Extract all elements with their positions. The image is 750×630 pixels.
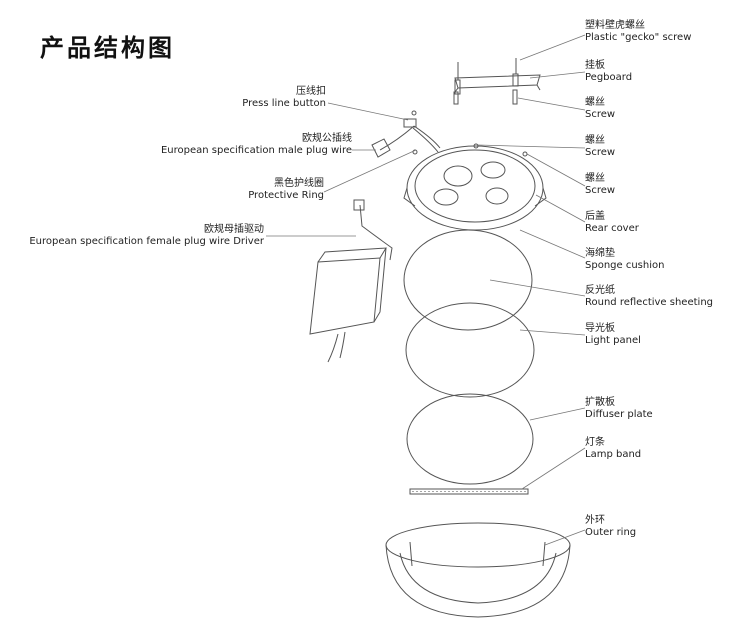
wire-assembly [309, 118, 441, 363]
rear-cover-part [403, 145, 547, 231]
pegboard-part [454, 74, 541, 93]
diagram-title: 产品结构图 [40, 34, 175, 62]
diffuser-plate-part [406, 393, 534, 485]
lamp-band-part [409, 488, 529, 495]
reflective-sheeting-part [403, 229, 533, 331]
light-panel-part [405, 302, 535, 398]
outer-ring-part [385, 522, 571, 618]
leader-lines [266, 34, 586, 546]
